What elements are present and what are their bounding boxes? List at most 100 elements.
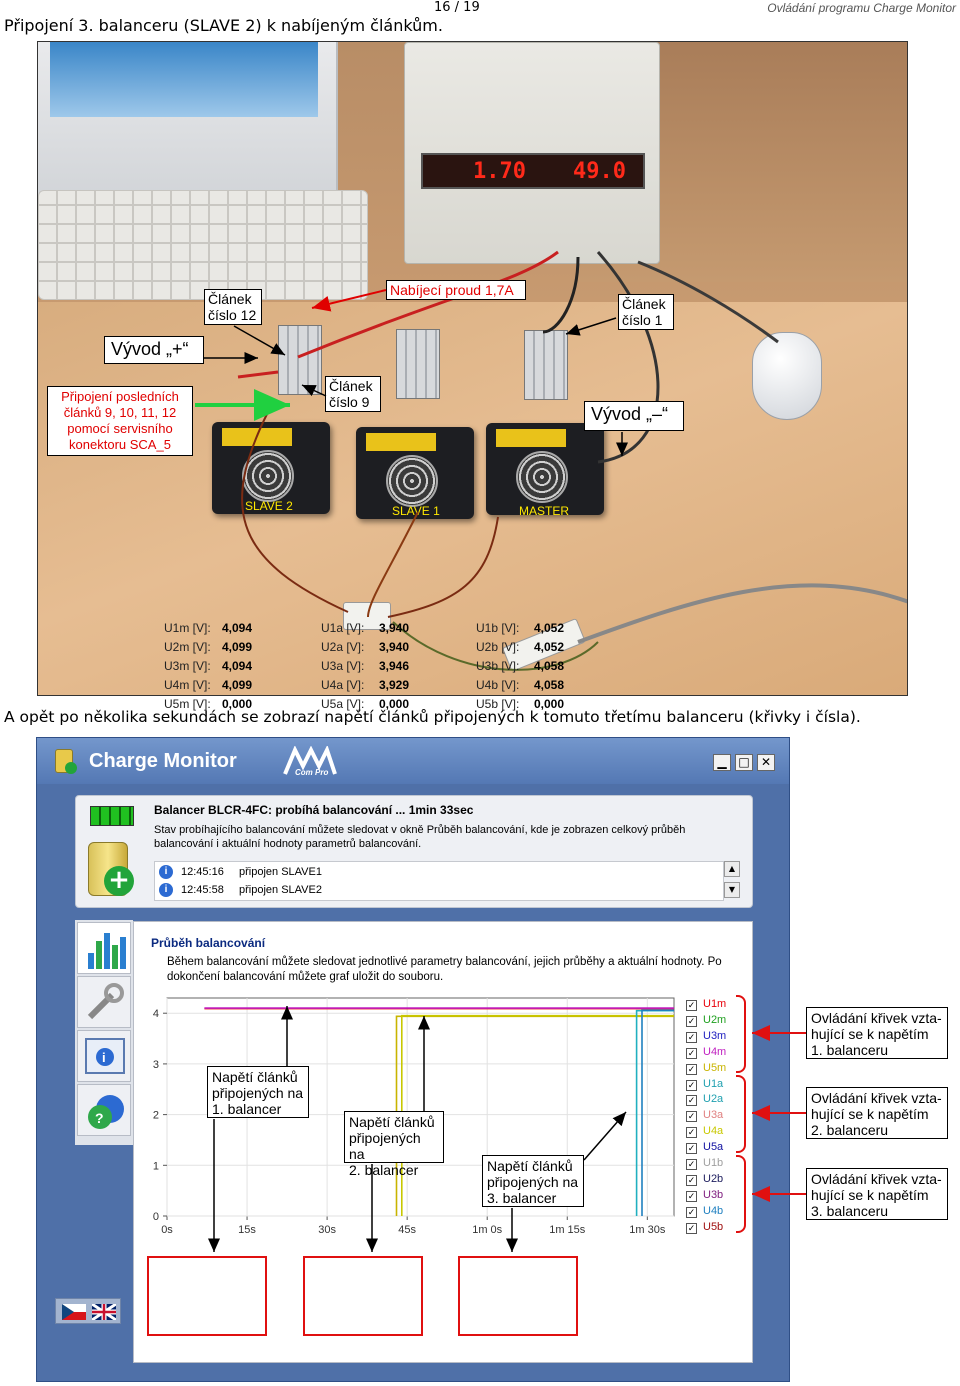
scroll-up-button[interactable]: ▲ — [724, 861, 740, 877]
note-controls-3: Ovládání křivek vzta- hující se k napětí… — [806, 1168, 948, 1220]
value-number: 0,000 — [379, 697, 410, 711]
legend-label: U1m — [703, 998, 727, 1010]
add-battery-icon[interactable]: + — [104, 866, 134, 896]
checkbox-icon[interactable]: ✓ — [686, 1143, 697, 1155]
checkbox-icon[interactable]: ✓ — [686, 1127, 697, 1139]
bracket-balancer-2 — [736, 1075, 746, 1153]
progress-title: Průběh balancování — [151, 936, 266, 950]
legend-label: U2a — [703, 1093, 724, 1106]
checkbox-icon[interactable]: ✓ — [686, 1206, 697, 1218]
page-number: 16 / 19 — [434, 0, 480, 15]
compro-logo: Com Pro — [283, 744, 355, 777]
checkbox-icon[interactable]: ✓ — [686, 1174, 697, 1186]
tab-tools[interactable] — [77, 976, 131, 1028]
value-label: U2m [V]: — [164, 640, 211, 654]
chart-y-tick-label: 0 — [153, 1211, 159, 1223]
note-balancer-3: Napětí článků připojených na 3. balancer — [482, 1155, 584, 1207]
minimize-button[interactable]: ▁ — [713, 754, 731, 771]
legend-label: U1b — [703, 1157, 724, 1169]
value-row: U3m [V]:4,094 — [164, 659, 252, 678]
chart-x-tick-label: 30s — [318, 1224, 336, 1236]
label-slave1: SLAVE 1 — [392, 504, 440, 518]
tab-info[interactable]: i — [77, 1030, 131, 1082]
svg-text:?: ? — [95, 1110, 104, 1126]
checkbox-icon[interactable]: ✓ — [686, 1159, 697, 1170]
legend-item-u5b[interactable]: ✓U5b — [686, 1221, 723, 1237]
checkbox-icon[interactable]: ✓ — [686, 1111, 697, 1123]
checkbox-icon[interactable]: ✓ — [686, 1000, 697, 1011]
value-label: U2b [V]: — [476, 640, 520, 654]
flag-cz-icon[interactable] — [62, 1304, 86, 1320]
legend-label: U3a — [703, 1109, 724, 1122]
legend-label: U3b — [703, 1188, 724, 1201]
bracket-balancer-3 — [736, 1155, 746, 1233]
value-row: U5b [V]:0,000 — [476, 697, 564, 716]
note-controls-1: Ovládání křivek vzta- hující se k napětí… — [806, 1007, 948, 1059]
legend-item-u4b[interactable]: ✓ U4b — [686, 1205, 723, 1221]
legend-item-u2b[interactable]: ✓ U2b — [686, 1173, 723, 1189]
value-row: U1a [V]: 3,940 — [321, 621, 409, 640]
note-balancer-1: Napětí článků připojených na 1. balancer — [207, 1066, 309, 1118]
legend-item-u4m[interactable]: ✓ U4m — [686, 1046, 726, 1062]
scroll-down-button[interactable]: ▼ — [724, 882, 740, 898]
chart-y-tick-label: 3 — [153, 1059, 159, 1071]
legend-item-u2m[interactable]: ✓ U2m — [686, 1014, 726, 1030]
legend-item-u1m[interactable]: ✓ U1m — [686, 998, 726, 1014]
balancer-status-title: Balancer BLCR-4FC: probíhá balancování .… — [154, 803, 474, 817]
checkbox-icon[interactable]: ✓ — [686, 1047, 697, 1059]
legend-item-u3m[interactable]: ✓U3m — [686, 1030, 726, 1046]
balancer-status-desc: Stav probíhajícího balancování můžete sl… — [154, 824, 686, 850]
checkbox-icon[interactable]: ✓ — [686, 1190, 697, 1202]
language-flags — [55, 1298, 121, 1324]
value-label: U4m [V]: — [164, 678, 211, 692]
legend-item-u4a[interactable]: ✓ U4a — [686, 1125, 723, 1141]
tab-chart[interactable] — [77, 922, 131, 974]
psu-display: 1.70 49.0 — [421, 153, 645, 189]
legend-label: U4a — [703, 1125, 724, 1138]
flag-uk-icon[interactable] — [91, 1302, 117, 1322]
info-icon: i — [159, 865, 173, 879]
value-number: 4,094 — [222, 621, 253, 635]
photo-monitor — [38, 42, 338, 217]
legend-item-u1a[interactable]: ✓U1a — [686, 1078, 723, 1094]
value-row: U5m [V]:0,000 — [164, 697, 252, 716]
value-number: 0,000 — [534, 697, 565, 711]
value-label: U5a [V]: — [321, 697, 365, 711]
value-row: U3b [V]:4,058 — [476, 659, 564, 678]
checkbox-icon[interactable]: ✓ — [686, 1015, 697, 1027]
legend-item-u5m[interactable]: ✓U5m — [686, 1062, 726, 1078]
help-icon: ? — [88, 1095, 124, 1129]
maximize-button[interactable]: □ — [735, 754, 753, 771]
legend-label: U2m — [703, 1013, 727, 1026]
app-title: Charge Monitor — [89, 750, 237, 772]
setup-photo: 1.70 49.0 SLAVE 2 SLAVE 1 MASTER — [37, 41, 908, 696]
checkbox-icon[interactable]: ✓ — [686, 1095, 697, 1107]
note-balancer-2: Napětí článků připojených na 2. balancer — [344, 1111, 444, 1178]
checkbox-icon[interactable]: ✓ — [686, 1079, 697, 1091]
checkbox-icon[interactable]: ✓ — [686, 1031, 697, 1043]
callout-clanek-1: Článek číslo 1 — [618, 294, 674, 330]
window-titlebar[interactable]: Charge Monitor Com Pro ▁ □ ✕ — [37, 738, 789, 784]
value-number: 3,940 — [379, 621, 410, 635]
legend-item-u2a[interactable]: ✓ U2a — [686, 1093, 723, 1109]
legend-item-u3a[interactable]: ✓ U3a — [686, 1109, 723, 1125]
legend-item-u5a[interactable]: ✓U5a — [686, 1141, 723, 1157]
legend-item-u3b[interactable]: ✓ U3b — [686, 1189, 723, 1205]
legend-label: U2b — [703, 1172, 724, 1185]
legend-item-u1b[interactable]: ✓ U1b — [686, 1157, 723, 1173]
charge-monitor-window: Charge Monitor Com Pro ▁ □ ✕ + Balancer … — [36, 737, 790, 1382]
value-label: U1a [V]: — [321, 621, 365, 635]
chart-x-tick-label: 0s — [161, 1224, 173, 1236]
legend-label: U4m — [703, 1045, 727, 1058]
value-label: U4b [V]: — [476, 678, 520, 692]
close-button[interactable]: ✕ — [757, 754, 775, 771]
tab-help[interactable]: ? — [77, 1084, 131, 1136]
checkbox-icon[interactable]: ✓ — [686, 1063, 697, 1075]
legend-label: U4b — [703, 1204, 724, 1217]
checkbox-icon[interactable]: ✓ — [686, 1222, 697, 1234]
info-icon: i — [159, 883, 173, 897]
chart-x-tick-label: 1m 15s — [549, 1224, 586, 1236]
